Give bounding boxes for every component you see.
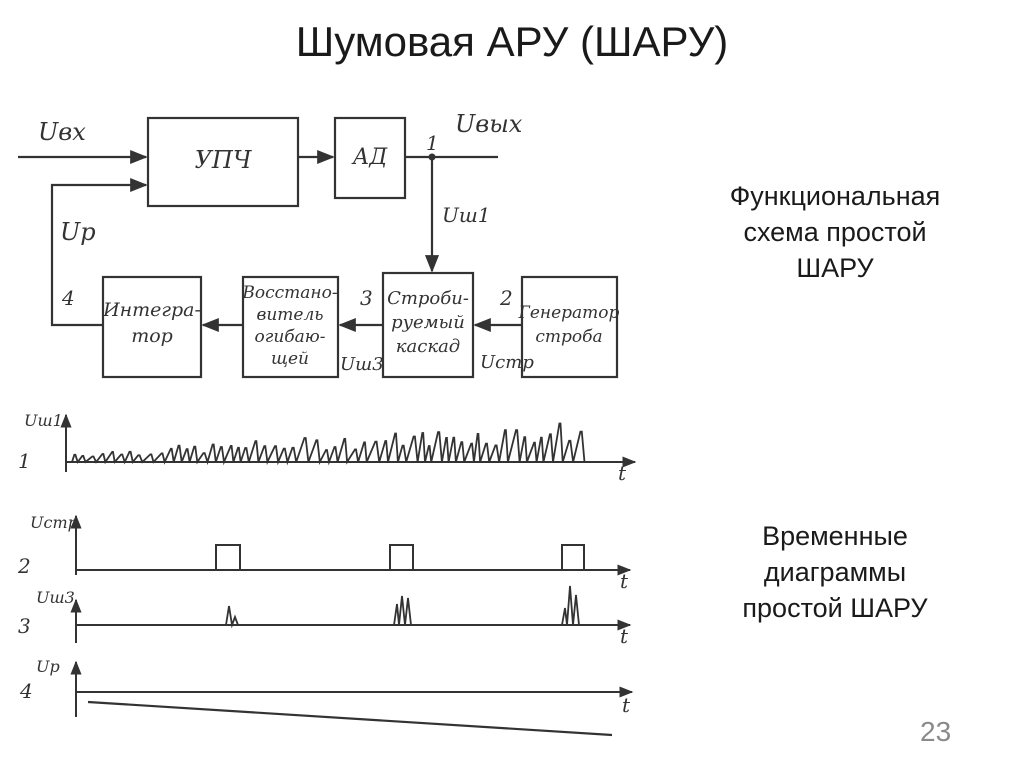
trace2-number: 2	[17, 554, 31, 578]
block-integrator-line1: Интегра-	[102, 299, 201, 321]
strobe-label: Uстр	[480, 352, 534, 373]
block-upch-label: УПЧ	[195, 146, 253, 174]
scheme-description: Функциональная схема простой ШАРУ	[680, 178, 990, 286]
block-restorer-line4: щей	[271, 349, 309, 369]
block-restorer	[241, 275, 340, 379]
page-number: 23	[920, 716, 952, 747]
block-generator-line2: строба	[535, 327, 602, 347]
time-axis-label-1: t	[618, 461, 627, 485]
block-upch	[146, 116, 300, 208]
block-restorer-line2: витель	[256, 305, 323, 325]
trace3-label: Uш3	[36, 588, 75, 607]
trace3-number: 3	[18, 614, 31, 638]
noise-trace-1	[71, 422, 586, 466]
node-number-2: 2	[499, 286, 513, 310]
node-number-4: 4	[61, 286, 75, 310]
block-ad-label: АД	[351, 145, 389, 170]
block-integrator-line2: тор	[131, 325, 173, 347]
control-voltage-ramp	[87, 700, 613, 737]
noise1-label: Uш1	[442, 203, 491, 227]
trace1-number: 1	[18, 449, 31, 473]
node-number-3: 3	[360, 286, 373, 310]
timing-description: Временные диаграммы простой ШАРУ	[690, 518, 980, 626]
time-axis-label-2: t	[620, 569, 629, 593]
timing-diagrams: Uш1 1 Uстр 2 Uш3 3 Uр 4 t t t t	[17, 411, 637, 737]
description-line: диаграммы	[763, 557, 907, 587]
block-strobed-line3: каскад	[396, 336, 460, 357]
noise3-label: Uш3	[340, 354, 384, 375]
description-line: ШАРУ	[796, 253, 874, 283]
block-generator	[520, 275, 619, 379]
description-line: Временные	[762, 521, 908, 551]
strobe-pulse	[215, 544, 241, 570]
trace4-label: Uр	[36, 657, 60, 676]
input-label: Uвх	[38, 118, 86, 146]
trace1-label: Uш1	[24, 411, 63, 430]
block-generator-line1: Генератор	[518, 303, 620, 323]
trace2-label: Uстр	[30, 513, 78, 532]
block-integrator	[101, 275, 203, 379]
block-restorer-line3: огибаю-	[255, 327, 326, 347]
block-restorer-line1: Восстано-	[241, 283, 337, 303]
node-number-1: 1	[426, 131, 439, 155]
output-label: Uвых	[455, 110, 523, 138]
block-strobed-line2: руемый	[391, 312, 465, 333]
time-axis-label-3: t	[620, 624, 629, 648]
time-axis-label-4: t	[622, 693, 631, 717]
description-line: простой ШАРУ	[742, 593, 928, 623]
node-1-dot	[428, 153, 436, 161]
noise-waveform	[71, 422, 586, 466]
description-line: Функциональная	[729, 181, 941, 211]
strobe-pulse	[389, 544, 414, 570]
slide-title: Шумовая АРУ (ШАРУ)	[295, 18, 729, 65]
trace4-number: 4	[19, 679, 33, 703]
description-line: схема простой	[743, 217, 927, 247]
strobe-pulse	[561, 544, 585, 570]
functional-scheme-diagram: Uвх Uвых Uр Uш1 Uш3 Uстр 1 2 3 4 УПЧ АД …	[18, 110, 620, 379]
gated-noise-trace-3	[225, 585, 580, 629]
feedback-label: Uр	[60, 218, 96, 246]
strobe-trace-2	[215, 544, 585, 570]
block-strobed-line1: Строби-	[387, 288, 469, 309]
